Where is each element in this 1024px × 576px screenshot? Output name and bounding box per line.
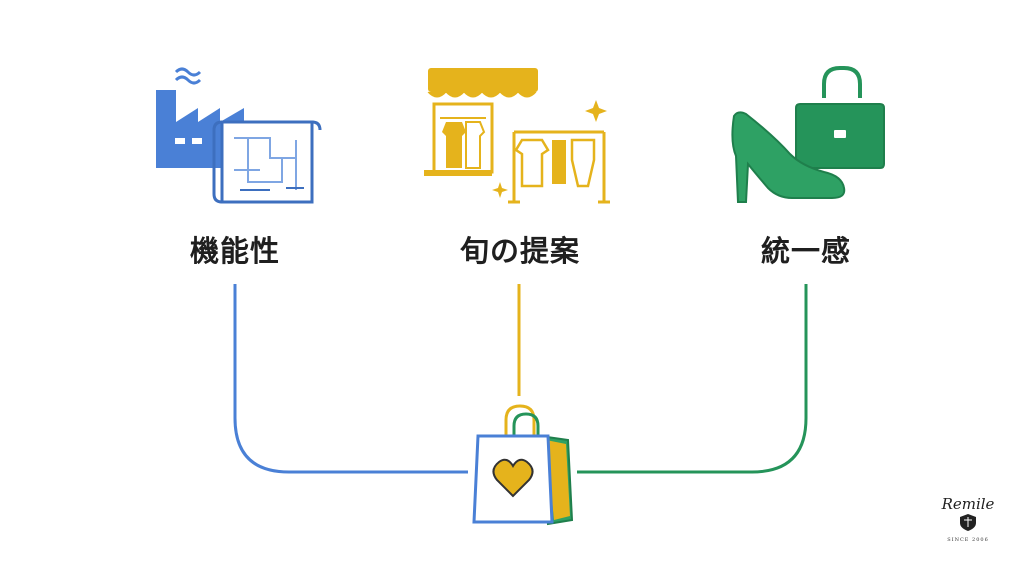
factory-blueprint-icon [156, 67, 322, 204]
brand-since: SINCE 2006 [947, 537, 989, 543]
brand-logo: Remile SINCE 2006 [930, 496, 1006, 543]
connector-right [577, 284, 808, 474]
connector-left [233, 284, 468, 474]
label-functionality: 機能性 [189, 234, 280, 268]
high-heel-handbag-icon [731, 66, 885, 203]
clothing-store-rack-icon [424, 68, 610, 204]
label-seasonal-proposal: 旬の提案 [459, 234, 580, 268]
brand-name: Remile [941, 495, 995, 513]
label-unity: 統一感 [760, 234, 851, 268]
shopping-bag-heart-icon [472, 404, 574, 526]
crest-icon [960, 514, 976, 531]
